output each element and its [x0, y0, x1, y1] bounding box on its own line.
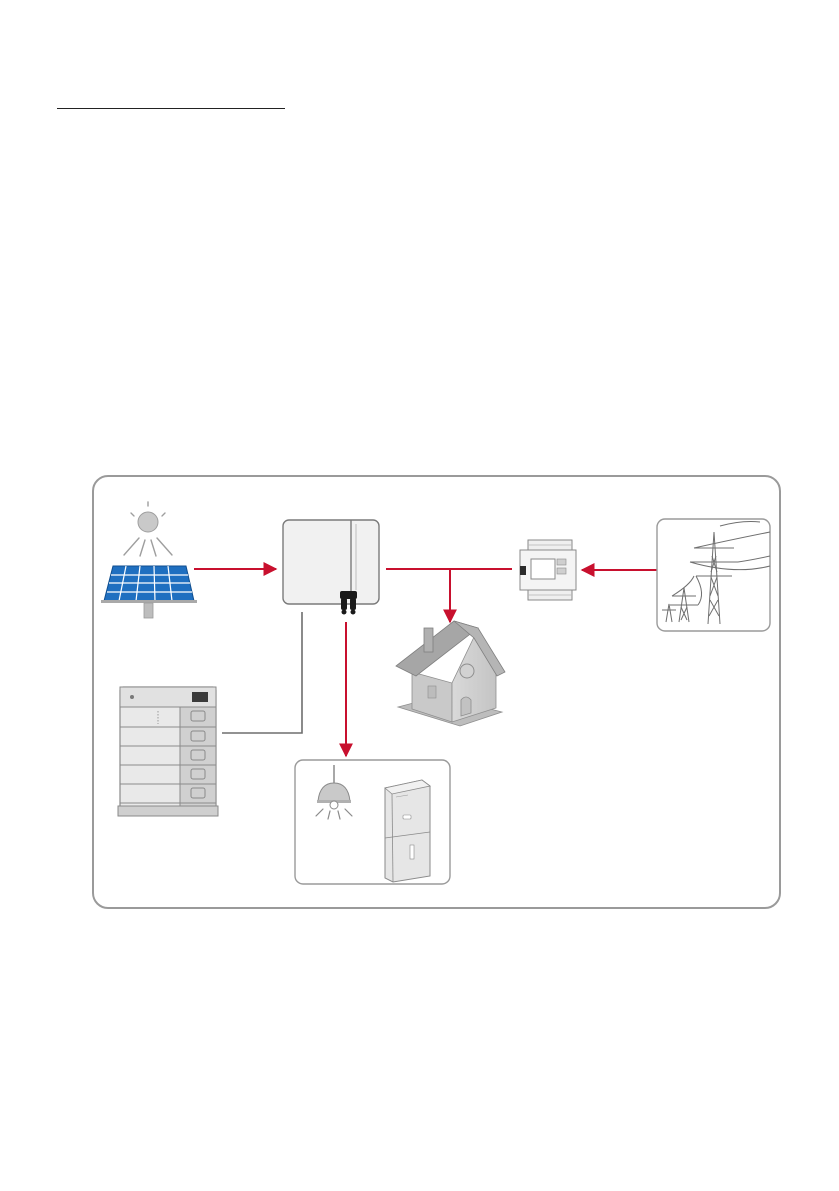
backup-loads — [295, 760, 450, 884]
grid-icon — [657, 519, 770, 631]
sun-icon — [124, 502, 172, 556]
inverter-icon — [283, 520, 379, 615]
pv-array — [101, 502, 197, 618]
edge-battery-to-inverter — [222, 612, 302, 733]
house-icon — [396, 621, 505, 726]
battery-stack-icon — [118, 687, 218, 816]
smart-meter-icon — [520, 540, 576, 600]
refrigerator-icon — [385, 780, 430, 882]
solar-panel-icon — [101, 566, 197, 618]
